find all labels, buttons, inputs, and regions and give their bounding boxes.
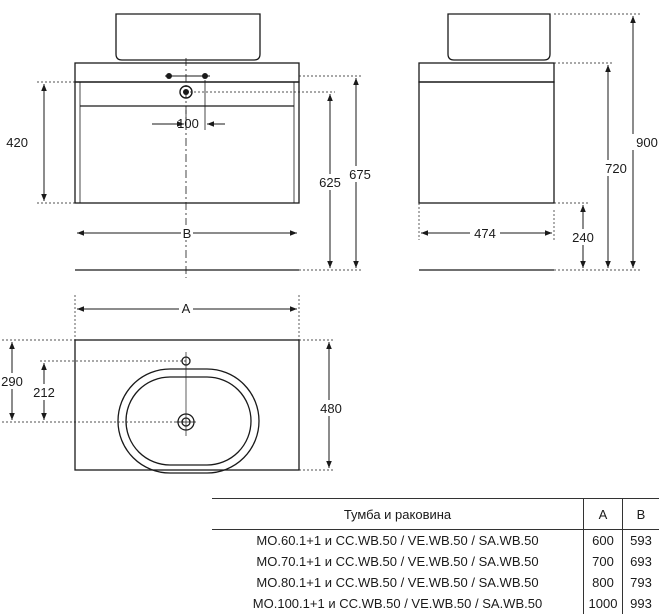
dim-474-label: 474 — [474, 226, 496, 241]
row-name: MO.70.1+1 и CC.WB.50 / VE.WB.50 / SA.WB.… — [256, 554, 539, 569]
row-a: 600 — [583, 529, 623, 551]
row-name: MO.60.1+1 и CC.WB.50 / VE.WB.50 / SA.WB.… — [256, 533, 539, 548]
spec-table: Тумба и раковина A B MO.60.1+1 и CC.WB.5… — [212, 498, 659, 614]
table-row: MO.100.1+1 и CC.WB.50 / VE.WB.50 / SA.WB… — [212, 593, 659, 614]
dim-720-label: 720 — [605, 161, 627, 176]
row-name: MO.80.1+1 и CC.WB.50 / VE.WB.50 / SA.WB.… — [256, 575, 539, 590]
dim-212-label: 212 — [33, 385, 55, 400]
dim-b-label: B — [183, 226, 192, 241]
dim-420-label: 420 — [6, 135, 28, 150]
row-b: 693 — [630, 554, 652, 569]
side-basin — [447, 13, 551, 61]
top-extension-lines — [2, 295, 334, 471]
spec-table-header: Тумба и раковина A B — [212, 498, 659, 530]
top-view — [74, 339, 300, 474]
row-b: 593 — [630, 533, 652, 548]
row-a: 800 — [583, 572, 623, 593]
front-extension-lines — [37, 75, 362, 271]
dim-290-label: 290 — [1, 374, 23, 389]
dim-100-label: 100 — [177, 116, 199, 131]
front-countertop — [74, 62, 300, 83]
table-row: MO.60.1+1 и CC.WB.50 / VE.WB.50 / SA.WB.… — [212, 529, 659, 551]
dim-625-label: 625 — [319, 175, 341, 190]
table-row: MO.70.1+1 и CC.WB.50 / VE.WB.50 / SA.WB.… — [212, 551, 659, 572]
front-basin — [115, 13, 261, 61]
dim-675-label: 675 — [349, 167, 371, 182]
basin-outer — [117, 368, 260, 474]
header-b: B — [622, 498, 659, 530]
side-cabinet — [418, 81, 555, 204]
row-b: 793 — [630, 575, 652, 590]
front-view — [74, 13, 300, 271]
side-extension-lines — [418, 13, 640, 271]
side-view — [418, 13, 555, 271]
dim-900-label: 900 — [636, 135, 658, 150]
dim-a-label: A — [182, 301, 191, 316]
front-drain-pipes — [165, 73, 210, 99]
dim-480-label: 480 — [320, 401, 342, 416]
header-name: Тумба и раковина — [212, 498, 584, 530]
row-name: MO.100.1+1 и CC.WB.50 / VE.WB.50 / SA.WB… — [252, 596, 543, 611]
front-cabinet — [74, 81, 300, 204]
basin-inner — [125, 376, 252, 466]
row-b: 993 — [630, 596, 652, 611]
row-a: 1000 — [583, 593, 623, 614]
table-row: MO.80.1+1 и CC.WB.50 / VE.WB.50 / SA.WB.… — [212, 572, 659, 593]
row-a: 700 — [583, 551, 623, 572]
dim-240-label: 240 — [572, 230, 594, 245]
side-countertop — [418, 62, 555, 83]
top-countertop — [74, 339, 300, 471]
header-a: A — [583, 498, 623, 530]
